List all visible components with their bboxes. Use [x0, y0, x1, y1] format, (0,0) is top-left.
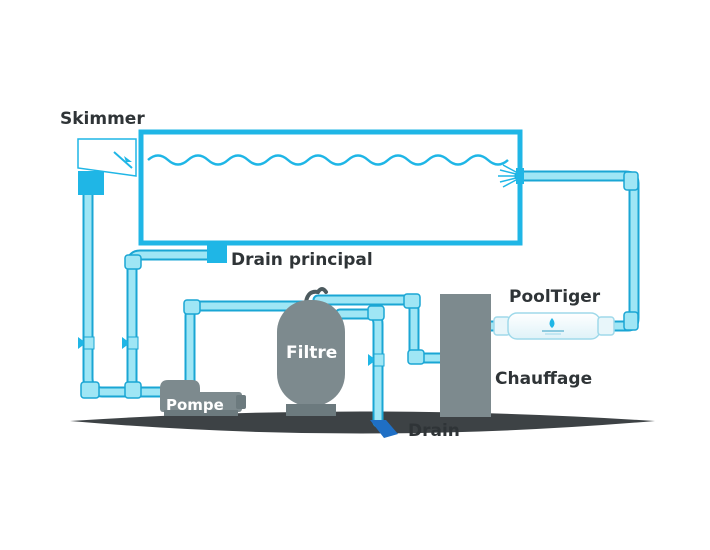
return-jet-icon [498, 164, 517, 188]
pump-icon [160, 380, 246, 416]
water-surface [147, 154, 509, 166]
valve-icon [78, 336, 385, 367]
main-drain-label: Drain principal [231, 250, 373, 270]
main-drain-box [207, 243, 227, 263]
skimmer-box-icon [77, 138, 137, 195]
skimmer-label: Skimmer [60, 109, 145, 129]
pooltiger-label: PoolTiger [509, 287, 601, 307]
filter-label: Filtre [286, 343, 337, 363]
heater-label: Chauffage [495, 369, 592, 389]
drain-label: Drain [408, 421, 460, 441]
pipe-joints [80, 171, 639, 399]
pooltiger-device-icon [493, 312, 615, 340]
pool [138, 129, 524, 263]
heater-icon [440, 294, 491, 417]
ground-slab [70, 411, 655, 434]
pump-label: Pompe [166, 396, 224, 414]
sand-filter-icon [277, 287, 345, 416]
drain-outlet [370, 420, 398, 438]
